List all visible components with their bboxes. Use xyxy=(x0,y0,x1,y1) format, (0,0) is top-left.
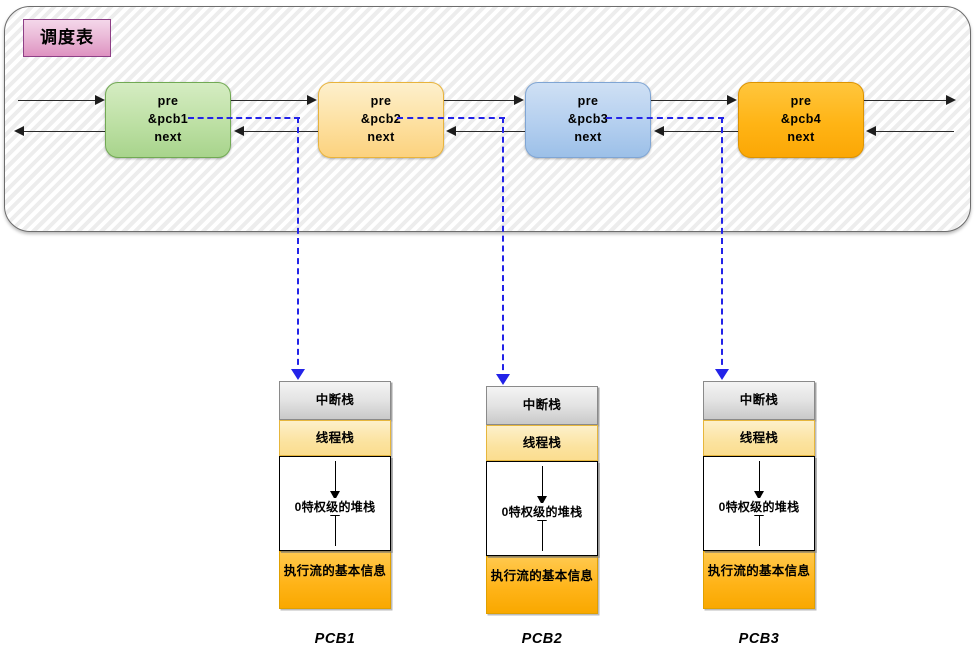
stack-segment-interrupt-pcb2: 中断栈 xyxy=(486,386,598,425)
connector-out-left xyxy=(18,131,106,132)
connector-in-left xyxy=(18,100,100,101)
pcb-node-pcb4-next: next xyxy=(787,130,815,144)
pointer-pcb3-arrowhead xyxy=(715,369,729,380)
pcb-node-pcb1[interactable]: pre &pcb1 next xyxy=(105,82,231,158)
privilege0-up-line-pcb1 xyxy=(335,510,336,546)
stack-segment-privilege0-pcb1: 0特权级的堆栈 xyxy=(279,456,391,551)
pointer-pcb3-horizontal xyxy=(606,117,724,119)
pointer-pcb2-vertical xyxy=(502,117,504,380)
stack-segment-interrupt-pcb3: 中断栈 xyxy=(703,381,815,420)
arrowhead-n4-n3-pre xyxy=(654,126,664,136)
stack-segment-basicinfo-pcb3: 执行流的基本信息 xyxy=(703,551,815,609)
privilege0-down-line-pcb1 xyxy=(335,461,336,497)
pcb-node-pcb4-pre: pre xyxy=(790,94,812,108)
arrowhead-out-right xyxy=(946,95,956,105)
stack-segment-privilege0-pcb2: 0特权级的堆栈 xyxy=(486,461,598,556)
stack-segment-basicinfo-pcb2: 执行流的基本信息 xyxy=(486,556,598,614)
pcb-node-pcb4[interactable]: pre &pcb4 next xyxy=(738,82,864,158)
pcb-node-pcb1-pre: pre xyxy=(157,94,179,108)
privilege0-down-line-pcb2 xyxy=(542,466,543,502)
pointer-pcb3-vertical xyxy=(721,117,723,375)
pcb-node-pcb2-pre: pre xyxy=(370,94,392,108)
pcb-node-pcb3-pre: pre xyxy=(577,94,599,108)
scheduler-table-title: 调度表 xyxy=(23,19,111,57)
connector-n1-n2-next xyxy=(231,100,311,101)
pcb-stack-caption-pcb3: PCB3 xyxy=(738,631,780,647)
connector-n3-n2-pre xyxy=(450,131,528,132)
stack-segment-privilege0-pcb3: 0特权级的堆栈 xyxy=(703,456,815,551)
privilege0-down-line-pcb3 xyxy=(759,461,760,497)
pcb-node-pcb3[interactable]: pre &pcb3 next xyxy=(525,82,651,158)
stack-segment-privilege0-label-pcb1: 0特权级的堆栈 xyxy=(280,498,390,515)
privilege0-down-arrowhead-pcb1 xyxy=(330,491,340,500)
pcb-stack-pcb2: 中断栈 线程栈 0特权级的堆栈 执行流的基本信息 xyxy=(486,386,598,614)
connector-out-right xyxy=(864,100,954,101)
arrowhead-n1-n2-next xyxy=(307,95,317,105)
connector-in-right xyxy=(870,131,954,132)
pcb-node-pcb1-ref: &pcb1 xyxy=(147,112,189,126)
pcb-stack-caption-pcb1: PCB1 xyxy=(314,631,356,647)
pcb-node-pcb2-next: next xyxy=(367,130,395,144)
pcb-node-pcb2[interactable]: pre &pcb2 next xyxy=(318,82,444,158)
pcb-stack-caption-pcb2: PCB2 xyxy=(521,631,563,647)
arrowhead-n3-n4-next xyxy=(727,95,737,105)
connector-n3-n4-next xyxy=(651,100,735,101)
stack-segment-thread-pcb3: 线程栈 xyxy=(703,420,815,456)
stack-segment-privilege0-label-pcb3: 0特权级的堆栈 xyxy=(704,498,814,515)
arrowhead-n2-n3-next xyxy=(514,95,524,105)
stack-segment-privilege0-label-pcb2: 0特权级的堆栈 xyxy=(487,503,597,520)
pcb-stack-pcb1: 中断栈 线程栈 0特权级的堆栈 执行流的基本信息 xyxy=(279,381,391,609)
connector-n2-n3-next xyxy=(444,100,522,101)
connector-n2-n1-pre xyxy=(238,131,318,132)
stack-segment-thread-pcb1: 线程栈 xyxy=(279,420,391,456)
pointer-pcb1-vertical xyxy=(297,117,299,375)
privilege0-up-line-pcb3 xyxy=(759,510,760,546)
pcb-node-pcb4-ref: &pcb4 xyxy=(780,112,822,126)
pointer-pcb1-horizontal xyxy=(188,117,300,119)
pcb-stack-pcb3: 中断栈 线程栈 0特权级的堆栈 执行流的基本信息 xyxy=(703,381,815,609)
arrowhead-out-left xyxy=(14,126,24,136)
connector-n4-n3-pre xyxy=(658,131,742,132)
privilege0-down-arrowhead-pcb2 xyxy=(537,496,547,505)
stack-segment-interrupt-pcb1: 中断栈 xyxy=(279,381,391,420)
pcb-node-pcb2-ref: &pcb2 xyxy=(360,112,402,126)
stack-segment-basicinfo-pcb1: 执行流的基本信息 xyxy=(279,551,391,609)
pcb-node-pcb1-next: next xyxy=(154,130,182,144)
stack-segment-thread-pcb2: 线程栈 xyxy=(486,425,598,461)
arrowhead-in-left xyxy=(95,95,105,105)
arrowhead-n3-n2-pre xyxy=(446,126,456,136)
pointer-pcb2-arrowhead xyxy=(496,374,510,385)
pcb-node-pcb3-ref: &pcb3 xyxy=(567,112,609,126)
pcb-node-pcb3-next: next xyxy=(574,130,602,144)
pointer-pcb2-horizontal xyxy=(397,117,505,119)
privilege0-down-arrowhead-pcb3 xyxy=(754,491,764,500)
pointer-pcb1-arrowhead xyxy=(291,369,305,380)
arrowhead-in-right xyxy=(866,126,876,136)
privilege0-up-line-pcb2 xyxy=(542,515,543,551)
arrowhead-n2-n1-pre xyxy=(234,126,244,136)
